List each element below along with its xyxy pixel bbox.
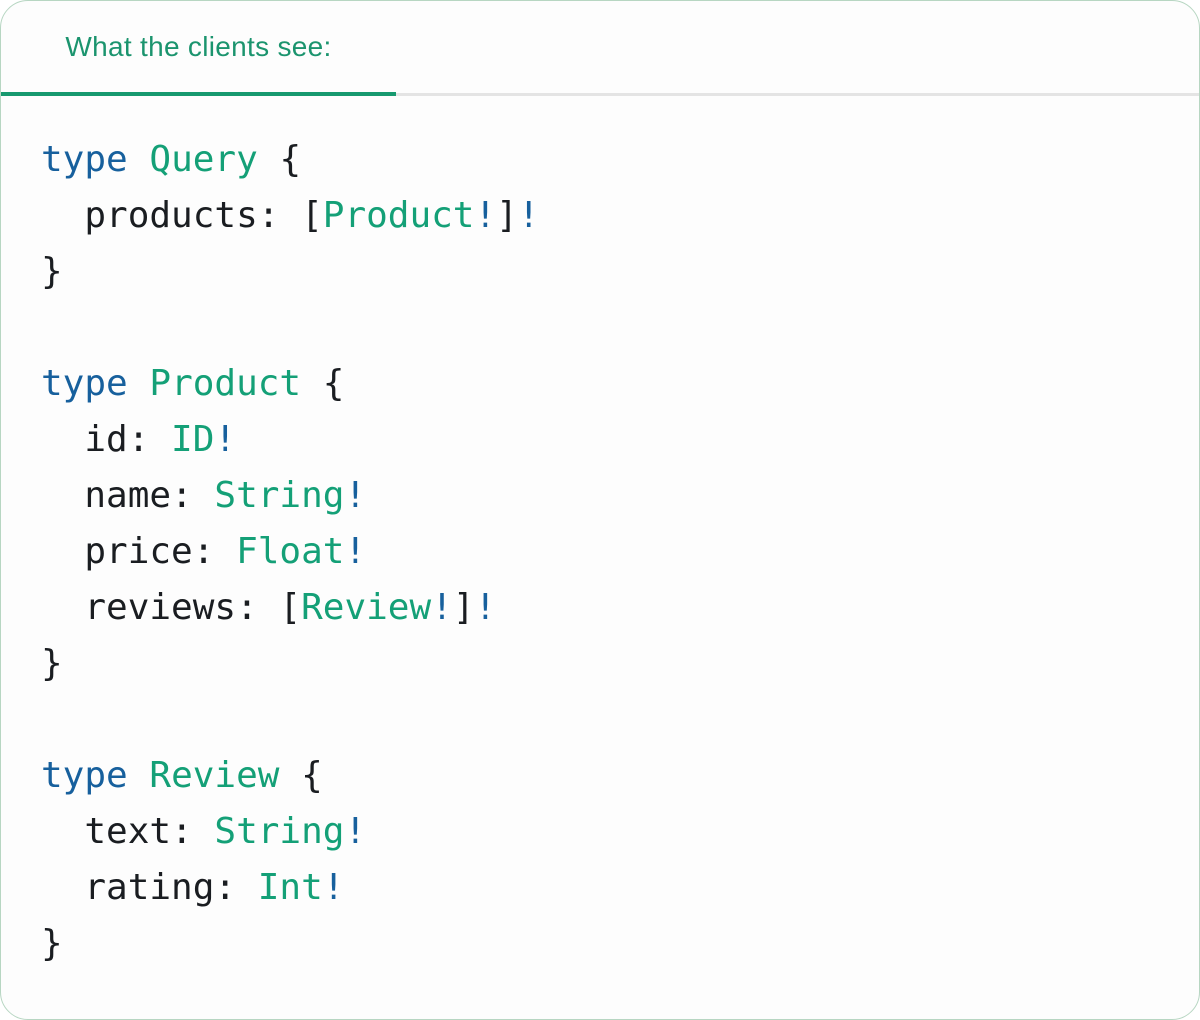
code-line: products: [Product!]! [41, 188, 1159, 244]
code-token-plain: products: [ [41, 195, 323, 236]
tab-bar: What the clients see: [1, 1, 1199, 96]
code-token-plain: } [41, 643, 63, 684]
code-token-bang: ! [474, 587, 497, 628]
graphql-schema-code: type Query { products: [Product!]!} type… [1, 96, 1199, 1002]
code-token-bang: ! [344, 531, 367, 572]
code-line [41, 692, 1159, 748]
code-line: name: String! [41, 468, 1159, 524]
code-token-type: Product [149, 363, 302, 404]
code-line: } [41, 636, 1159, 692]
code-token-bang: ! [431, 587, 453, 628]
code-token-type: String [214, 811, 345, 852]
code-line: reviews: [Review!]! [41, 580, 1159, 636]
code-token-plain [128, 139, 150, 180]
code-token-bang: ! [214, 419, 237, 460]
code-line: type Product { [41, 356, 1159, 412]
code-line: id: ID! [41, 412, 1159, 468]
code-token-plain: rating: [41, 867, 258, 908]
code-line: rating: Int! [41, 860, 1159, 916]
code-token-type: Query [149, 139, 258, 180]
code-token-plain: { [279, 755, 323, 796]
code-token-bang: ! [517, 195, 540, 236]
code-token-bang: ! [344, 475, 367, 516]
code-token-plain: ] [496, 195, 518, 236]
code-token-type: String [214, 475, 345, 516]
code-line [41, 300, 1159, 356]
code-token-type: Float [236, 531, 345, 572]
code-token-plain [128, 363, 150, 404]
code-token-plain [128, 755, 150, 796]
code-token-plain: id: [41, 419, 172, 460]
code-line: } [41, 916, 1159, 972]
code-line: type Review { [41, 748, 1159, 804]
code-token-type: ID [171, 419, 215, 460]
tab-what-clients-see[interactable]: What the clients see: [1, 1, 396, 96]
code-line: type Query { [41, 132, 1159, 188]
code-token-bang: ! [344, 811, 367, 852]
code-token-plain: reviews: [ [41, 587, 302, 628]
code-token-kw: type [41, 755, 128, 796]
code-token-type: Product [322, 195, 475, 236]
code-token-plain: { [301, 363, 345, 404]
tab-bar-divider [1, 93, 1199, 96]
code-token-bang: ! [474, 195, 497, 236]
code-token-kw: type [41, 139, 128, 180]
code-token-bang: ! [322, 867, 345, 908]
code-line: } [41, 244, 1159, 300]
code-line: price: Float! [41, 524, 1159, 580]
code-token-plain: { [257, 139, 302, 180]
code-token-plain: price: [41, 531, 237, 572]
code-token-type: Int [257, 867, 323, 908]
code-token-plain: ] [452, 587, 475, 628]
code-token-plain: name: [41, 475, 215, 516]
code-token-type: Review [149, 755, 280, 796]
tab-label: What the clients see: [65, 30, 332, 62]
code-token-plain: } [41, 923, 63, 964]
code-token-plain: } [41, 251, 63, 292]
code-token-kw: type [41, 363, 128, 404]
code-token-type: Review [301, 587, 432, 628]
code-line: text: String! [41, 804, 1159, 860]
code-token-plain: text: [41, 811, 215, 852]
